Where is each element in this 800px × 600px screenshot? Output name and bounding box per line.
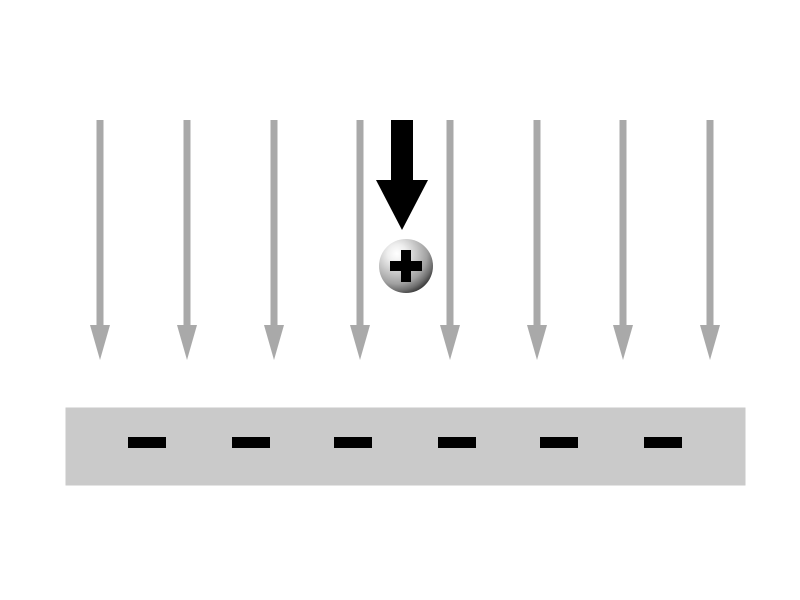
field-line-shaft	[446, 120, 454, 325]
force-arrow-on-charge	[376, 120, 428, 230]
field-line-arrowhead	[613, 325, 633, 360]
plate-body	[65, 407, 746, 486]
field-line-arrow-icon	[440, 120, 460, 360]
force-arrowhead	[376, 180, 428, 230]
minus-sign-icon	[644, 437, 682, 448]
field-line-arrow-icon	[177, 120, 197, 360]
electric-field-lines-group	[90, 120, 720, 360]
minus-sign-icon	[540, 437, 578, 448]
field-line-arrow-icon	[90, 120, 110, 360]
field-line-arrow-icon	[613, 120, 633, 360]
field-line-arrow-icon	[527, 120, 547, 360]
positive-point-charge	[379, 239, 433, 293]
field-line-shaft	[183, 120, 191, 325]
field-line-shaft	[270, 120, 278, 325]
minus-sign-icon	[334, 437, 372, 448]
field-line-shaft	[619, 120, 627, 325]
field-line-arrowhead	[177, 325, 197, 360]
minus-sign-icon	[438, 437, 476, 448]
minus-sign-icon	[128, 437, 166, 448]
field-line-arrow-icon	[350, 120, 370, 360]
field-line-shaft	[706, 120, 714, 325]
minus-sign-icon	[232, 437, 270, 448]
field-line-arrowhead	[264, 325, 284, 360]
field-line-shaft	[356, 120, 364, 325]
force-arrow-shaft	[391, 120, 413, 180]
field-line-arrowhead	[700, 325, 720, 360]
plus-sign-vertical-bar	[401, 250, 411, 282]
field-line-arrowhead	[440, 325, 460, 360]
field-line-shaft	[96, 120, 104, 325]
field-line-arrow-icon	[700, 120, 720, 360]
field-line-arrowhead	[350, 325, 370, 360]
negatively-charged-plate	[65, 407, 746, 486]
field-line-arrow-icon	[264, 120, 284, 360]
field-line-arrowhead	[527, 325, 547, 360]
field-line-shaft	[533, 120, 541, 325]
field-line-arrowhead	[90, 325, 110, 360]
